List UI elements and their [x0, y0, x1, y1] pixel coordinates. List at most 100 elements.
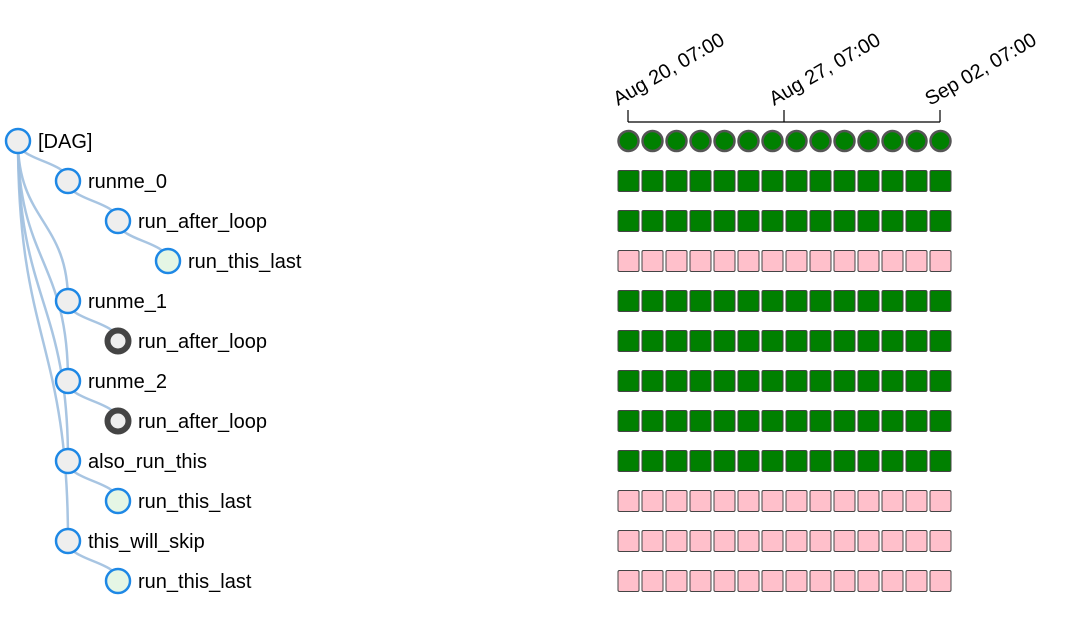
- task-instance-cell-success[interactable]: [665, 290, 688, 312]
- task-instance-cell-skipped[interactable]: [809, 250, 832, 272]
- task-instance-cell-skipped[interactable]: [761, 250, 784, 272]
- task-instance-cell-skipped[interactable]: [881, 570, 904, 592]
- task-instance-cell-skipped[interactable]: [929, 570, 952, 592]
- task-instance-cell-success[interactable]: [929, 410, 952, 432]
- task-instance-cell-success[interactable]: [809, 330, 832, 352]
- node-label[interactable]: runme_2: [88, 371, 167, 393]
- dag-run-cell-success[interactable]: [737, 129, 760, 153]
- task-instance-cell-skipped[interactable]: [785, 490, 808, 512]
- node-circle[interactable]: [54, 447, 82, 475]
- task-instance-cell-success[interactable]: [905, 450, 928, 472]
- dag-run-cell-success[interactable]: [785, 129, 808, 153]
- task-instance-cell-success[interactable]: [665, 450, 688, 472]
- task-instance-cell-skipped[interactable]: [881, 530, 904, 552]
- task-instance-cell-success[interactable]: [689, 370, 712, 392]
- task-instance-cell-success[interactable]: [857, 290, 880, 312]
- task-instance-cell-success[interactable]: [809, 170, 832, 192]
- task-instance-cell-skipped[interactable]: [737, 570, 760, 592]
- task-instance-cell-skipped[interactable]: [833, 250, 856, 272]
- task-instance-cell-success[interactable]: [905, 290, 928, 312]
- task-instance-cell-skipped[interactable]: [689, 530, 712, 552]
- task-instance-cell-skipped[interactable]: [641, 490, 664, 512]
- task-instance-cell-skipped[interactable]: [809, 530, 832, 552]
- task-instance-cell-skipped[interactable]: [713, 490, 736, 512]
- task-instance-cell-success[interactable]: [641, 210, 664, 232]
- dag-run-cell-success[interactable]: [881, 129, 904, 153]
- task-instance-cell-success[interactable]: [737, 370, 760, 392]
- node-label[interactable]: this_will_skip: [88, 531, 205, 553]
- task-instance-cell-success[interactable]: [833, 370, 856, 392]
- task-instance-cell-skipped[interactable]: [785, 530, 808, 552]
- node-label[interactable]: run_after_loop: [138, 331, 267, 353]
- task-instance-cell-success[interactable]: [929, 170, 952, 192]
- task-instance-cell-success[interactable]: [689, 410, 712, 432]
- node-label[interactable]: run_after_loop: [138, 411, 267, 433]
- task-instance-cell-success[interactable]: [737, 210, 760, 232]
- dag-root-node[interactable]: [DAG]: [4, 127, 92, 155]
- node-label[interactable]: run_after_loop: [138, 211, 267, 233]
- task-instance-cell-skipped[interactable]: [665, 250, 688, 272]
- task-instance-cell-skipped[interactable]: [713, 530, 736, 552]
- task-instance-cell-skipped[interactable]: [929, 530, 952, 552]
- task-instance-cell-skipped[interactable]: [833, 490, 856, 512]
- task-instance-cell-success[interactable]: [857, 170, 880, 192]
- node-circle[interactable]: [54, 287, 82, 315]
- task-instance-cell-success[interactable]: [617, 450, 640, 472]
- task-instance-cell-success[interactable]: [713, 410, 736, 432]
- task-instance-cell-skipped[interactable]: [689, 490, 712, 512]
- task-instance-cell-success[interactable]: [929, 210, 952, 232]
- task-instance-cell-success[interactable]: [641, 370, 664, 392]
- task-instance-cell-success[interactable]: [737, 330, 760, 352]
- dag-run-cell-success[interactable]: [665, 129, 688, 153]
- task-node[interactable]: this_will_skip: [54, 527, 205, 555]
- task-instance-cell-success[interactable]: [617, 330, 640, 352]
- task-instance-cell-skipped[interactable]: [665, 570, 688, 592]
- task-instance-cell-success[interactable]: [833, 330, 856, 352]
- task-instance-cell-success[interactable]: [713, 450, 736, 472]
- task-instance-cell-success[interactable]: [641, 330, 664, 352]
- task-node[interactable]: run_after_loop: [104, 407, 267, 435]
- task-instance-cell-success[interactable]: [833, 410, 856, 432]
- task-instance-cell-success[interactable]: [689, 290, 712, 312]
- task-instance-cell-success[interactable]: [713, 210, 736, 232]
- node-circle[interactable]: [4, 127, 32, 155]
- task-instance-cell-success[interactable]: [905, 210, 928, 232]
- node-circle[interactable]: [54, 167, 82, 195]
- task-instance-cell-success[interactable]: [785, 370, 808, 392]
- task-instance-cell-success[interactable]: [929, 290, 952, 312]
- node-circle[interactable]: [104, 567, 132, 595]
- task-instance-cell-skipped[interactable]: [881, 490, 904, 512]
- task-instance-cell-success[interactable]: [617, 410, 640, 432]
- task-instance-cell-success[interactable]: [929, 330, 952, 352]
- task-instance-cell-success[interactable]: [881, 290, 904, 312]
- task-instance-cell-skipped[interactable]: [665, 530, 688, 552]
- node-label[interactable]: run_this_last: [188, 251, 302, 273]
- task-instance-cell-skipped[interactable]: [785, 570, 808, 592]
- task-instance-cell-success[interactable]: [833, 290, 856, 312]
- task-instance-cell-success[interactable]: [617, 210, 640, 232]
- task-instance-cell-success[interactable]: [881, 410, 904, 432]
- task-instance-cell-success[interactable]: [761, 410, 784, 432]
- task-instance-cell-skipped[interactable]: [737, 490, 760, 512]
- task-instance-cell-skipped[interactable]: [761, 490, 784, 512]
- task-instance-cell-success[interactable]: [857, 330, 880, 352]
- task-instance-cell-success[interactable]: [833, 450, 856, 472]
- task-instance-cell-success[interactable]: [833, 170, 856, 192]
- dag-run-cell-success[interactable]: [929, 129, 952, 153]
- task-instance-cell-success[interactable]: [881, 210, 904, 232]
- task-instance-cell-success[interactable]: [689, 450, 712, 472]
- task-instance-cell-success[interactable]: [665, 410, 688, 432]
- dag-run-cell-success[interactable]: [857, 129, 880, 153]
- dag-run-cell-success[interactable]: [713, 129, 736, 153]
- node-circle[interactable]: [104, 327, 132, 355]
- node-label[interactable]: also_run_this: [88, 451, 207, 473]
- task-instance-cell-skipped[interactable]: [905, 570, 928, 592]
- task-instance-cell-skipped[interactable]: [929, 250, 952, 272]
- task-instance-cell-skipped[interactable]: [641, 570, 664, 592]
- task-instance-cell-success[interactable]: [857, 450, 880, 472]
- task-instance-cell-skipped[interactable]: [617, 570, 640, 592]
- task-instance-cell-success[interactable]: [785, 290, 808, 312]
- task-instance-cell-skipped[interactable]: [905, 490, 928, 512]
- dag-run-cell-success[interactable]: [641, 129, 664, 153]
- task-instance-cell-success[interactable]: [713, 370, 736, 392]
